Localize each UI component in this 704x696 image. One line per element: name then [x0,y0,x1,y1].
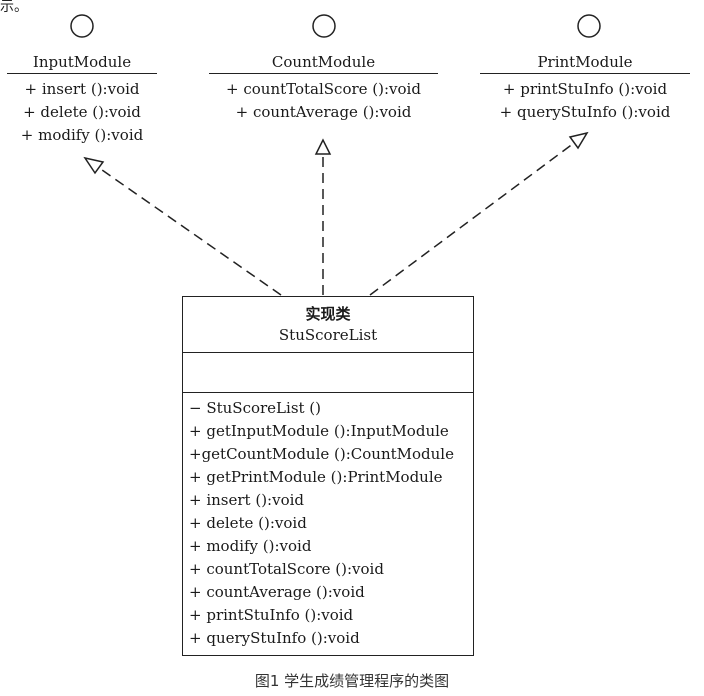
class-methods: − StuScoreList () + getInputModule ():In… [183,393,473,650]
operation: + delete ():void [23,103,141,121]
method: − StuScoreList () [189,399,322,417]
realization-line-input [91,162,282,296]
interface-name: PrintModule [537,53,633,71]
figure-caption: 图1 学生成绩管理程序的类图 [254,672,450,690]
operation: + countTotalScore ():void [226,80,421,98]
method: +getCountModule ():CountModule [189,445,454,463]
interface-operations: + printStuInfo ():void + queryStuInfo ()… [480,74,690,124]
interface-print-module: PrintModule + printStuInfo ():void + que… [480,51,690,124]
interface-circle-input [70,14,94,38]
operation: + countAverage ():void [235,103,412,121]
method: + modify ():void [189,537,312,555]
method: + insert ():void [189,491,304,509]
method: + countTotalScore ():void [189,560,384,578]
method: + countAverage ():void [189,583,365,601]
class-stereotype: 实现类 [305,305,351,323]
interface-circle-print [577,14,601,38]
class-stu-score-list: 实现类 StuScoreList − StuScoreList () + get… [182,296,474,656]
method: + getPrintModule ():PrintModule [189,468,443,486]
realization-line-print [369,139,579,296]
method: + queryStuInfo ():void [189,629,360,647]
operation: + queryStuInfo ():void [499,103,671,121]
interface-circle-count [312,14,336,38]
operation: + insert ():void [24,80,140,98]
realization-arrowhead-input [83,156,105,175]
realization-arrowhead-print [568,131,589,150]
realization-arrowhead-count [314,138,332,155]
interface-operations: + countTotalScore ():void + countAverage… [209,74,438,124]
interface-name: CountModule [271,53,376,71]
interface-name: InputModule [32,53,132,71]
operation: + modify ():void [20,126,144,144]
interface-input-module: InputModule + insert ():void + delete ()… [7,51,157,147]
interface-divider [209,73,438,74]
corner-text: 示。 [0,0,28,15]
class-header: 实现类 StuScoreList [183,297,473,353]
class-name: StuScoreList [278,326,378,344]
interface-divider [7,73,157,74]
method: + getInputModule ():InputModule [189,422,449,440]
interface-operations: + insert ():void + delete ():void + modi… [7,74,157,147]
operation: + printStuInfo ():void [502,80,668,98]
interface-divider [480,73,690,74]
method: + printStuInfo ():void [189,606,354,624]
class-attributes [183,353,473,393]
method: + delete ():void [189,514,307,532]
interface-count-module: CountModule + countTotalScore ():void + … [209,51,438,124]
